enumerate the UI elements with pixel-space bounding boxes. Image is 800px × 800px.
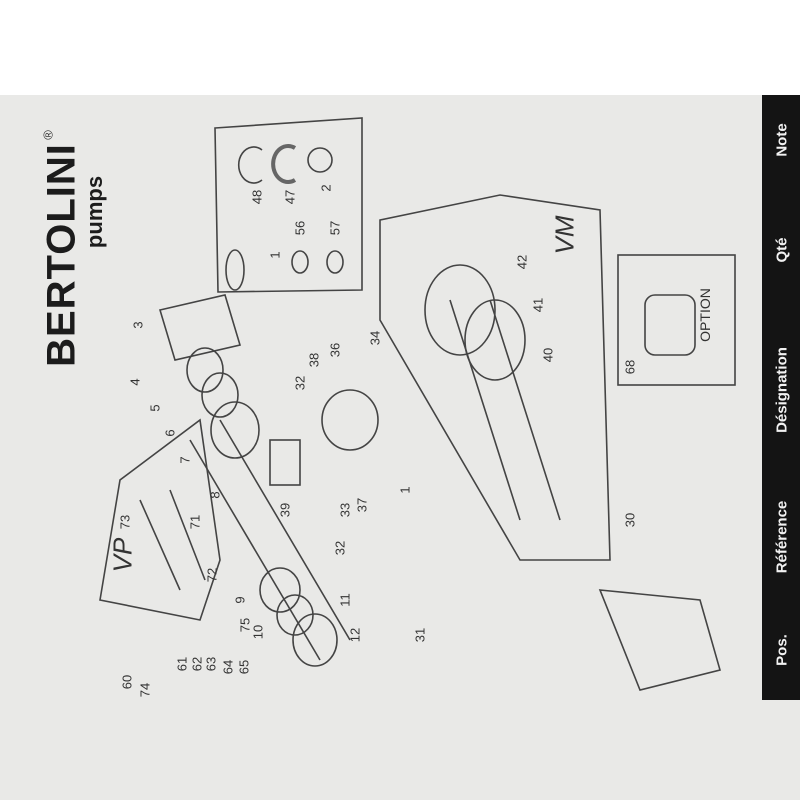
col-reference: Référence <box>773 500 791 574</box>
label-kit-1: 1 <box>267 251 283 259</box>
label-3: 3 <box>130 321 146 329</box>
part-1 <box>225 249 245 291</box>
label-6: 6 <box>162 429 178 437</box>
label-56: 56 <box>292 220 308 236</box>
label-42: 42 <box>514 254 530 270</box>
label-71: 71 <box>187 514 203 530</box>
group-vp: VP <box>107 537 138 573</box>
label-30: 30 <box>622 512 638 528</box>
label-34: 34 <box>367 330 383 346</box>
label-75: 75 <box>237 617 253 633</box>
label-32b: 32 <box>332 540 348 556</box>
part-47 <box>271 144 297 184</box>
label-31: 31 <box>412 627 428 643</box>
label-48: 48 <box>249 189 265 205</box>
vp-shaft <box>139 489 206 591</box>
label-60: 60 <box>119 674 135 690</box>
kit-box <box>214 117 363 293</box>
label-8: 8 <box>207 491 223 499</box>
vp-box <box>99 418 221 621</box>
label-1: 1 <box>397 486 413 494</box>
label-73: 73 <box>117 514 133 530</box>
brand-logo: BERTOLINI <box>39 143 84 367</box>
part-30-bracket <box>598 589 721 691</box>
group-option: OPTION <box>697 288 713 342</box>
vm-box <box>379 194 611 561</box>
part-56 <box>291 250 309 274</box>
part-39 <box>269 439 301 486</box>
vm-shaft <box>449 299 561 521</box>
label-63: 63 <box>203 656 219 672</box>
label-62: 62 <box>189 656 205 672</box>
document-photo <box>0 95 800 800</box>
label-37: 37 <box>354 497 370 513</box>
parts-table-header <box>762 95 800 700</box>
part-57 <box>326 250 344 274</box>
part-11 <box>292 613 338 667</box>
label-39: 39 <box>277 502 293 518</box>
part-41 <box>464 299 526 381</box>
part-6 <box>201 372 239 418</box>
label-33: 33 <box>337 502 353 518</box>
part-10 <box>276 594 314 636</box>
label-5: 5 <box>147 404 163 412</box>
label-7: 7 <box>177 456 193 464</box>
part-2 <box>307 147 333 173</box>
col-pos: Pos. <box>773 634 791 666</box>
registered-mark: ® <box>40 130 56 140</box>
part-7 <box>210 401 260 459</box>
label-38: 38 <box>306 352 322 368</box>
col-note: Note <box>773 123 791 157</box>
part-42 <box>424 264 496 356</box>
label-10: 10 <box>250 624 266 640</box>
label-32: 32 <box>292 375 308 391</box>
col-qty: Qté <box>773 237 791 263</box>
label-74: 74 <box>137 682 153 698</box>
label-47: 47 <box>282 189 298 205</box>
col-designation: Désignation <box>773 347 791 433</box>
label-4: 4 <box>127 378 143 386</box>
part-68 <box>644 294 696 356</box>
part-9 <box>259 567 301 613</box>
label-9: 9 <box>232 596 248 604</box>
label-36: 36 <box>327 342 343 358</box>
label-65: 65 <box>236 659 252 675</box>
part-36 <box>321 389 379 451</box>
option-box <box>617 254 736 386</box>
label-68: 68 <box>622 359 638 375</box>
part-5 <box>186 347 224 393</box>
label-57: 57 <box>327 220 343 236</box>
part-48 <box>237 146 263 184</box>
label-2: 2 <box>318 184 334 192</box>
brand-subtitle: pumps <box>82 175 107 249</box>
label-40: 40 <box>540 347 556 363</box>
label-72: 72 <box>204 567 220 583</box>
part-4-flange <box>158 294 242 361</box>
label-11: 11 <box>337 593 353 607</box>
label-64: 64 <box>220 659 236 675</box>
label-41: 41 <box>530 297 546 313</box>
group-vm: VM <box>549 215 580 255</box>
label-12: 12 <box>347 627 363 643</box>
label-61: 61 <box>174 656 190 672</box>
